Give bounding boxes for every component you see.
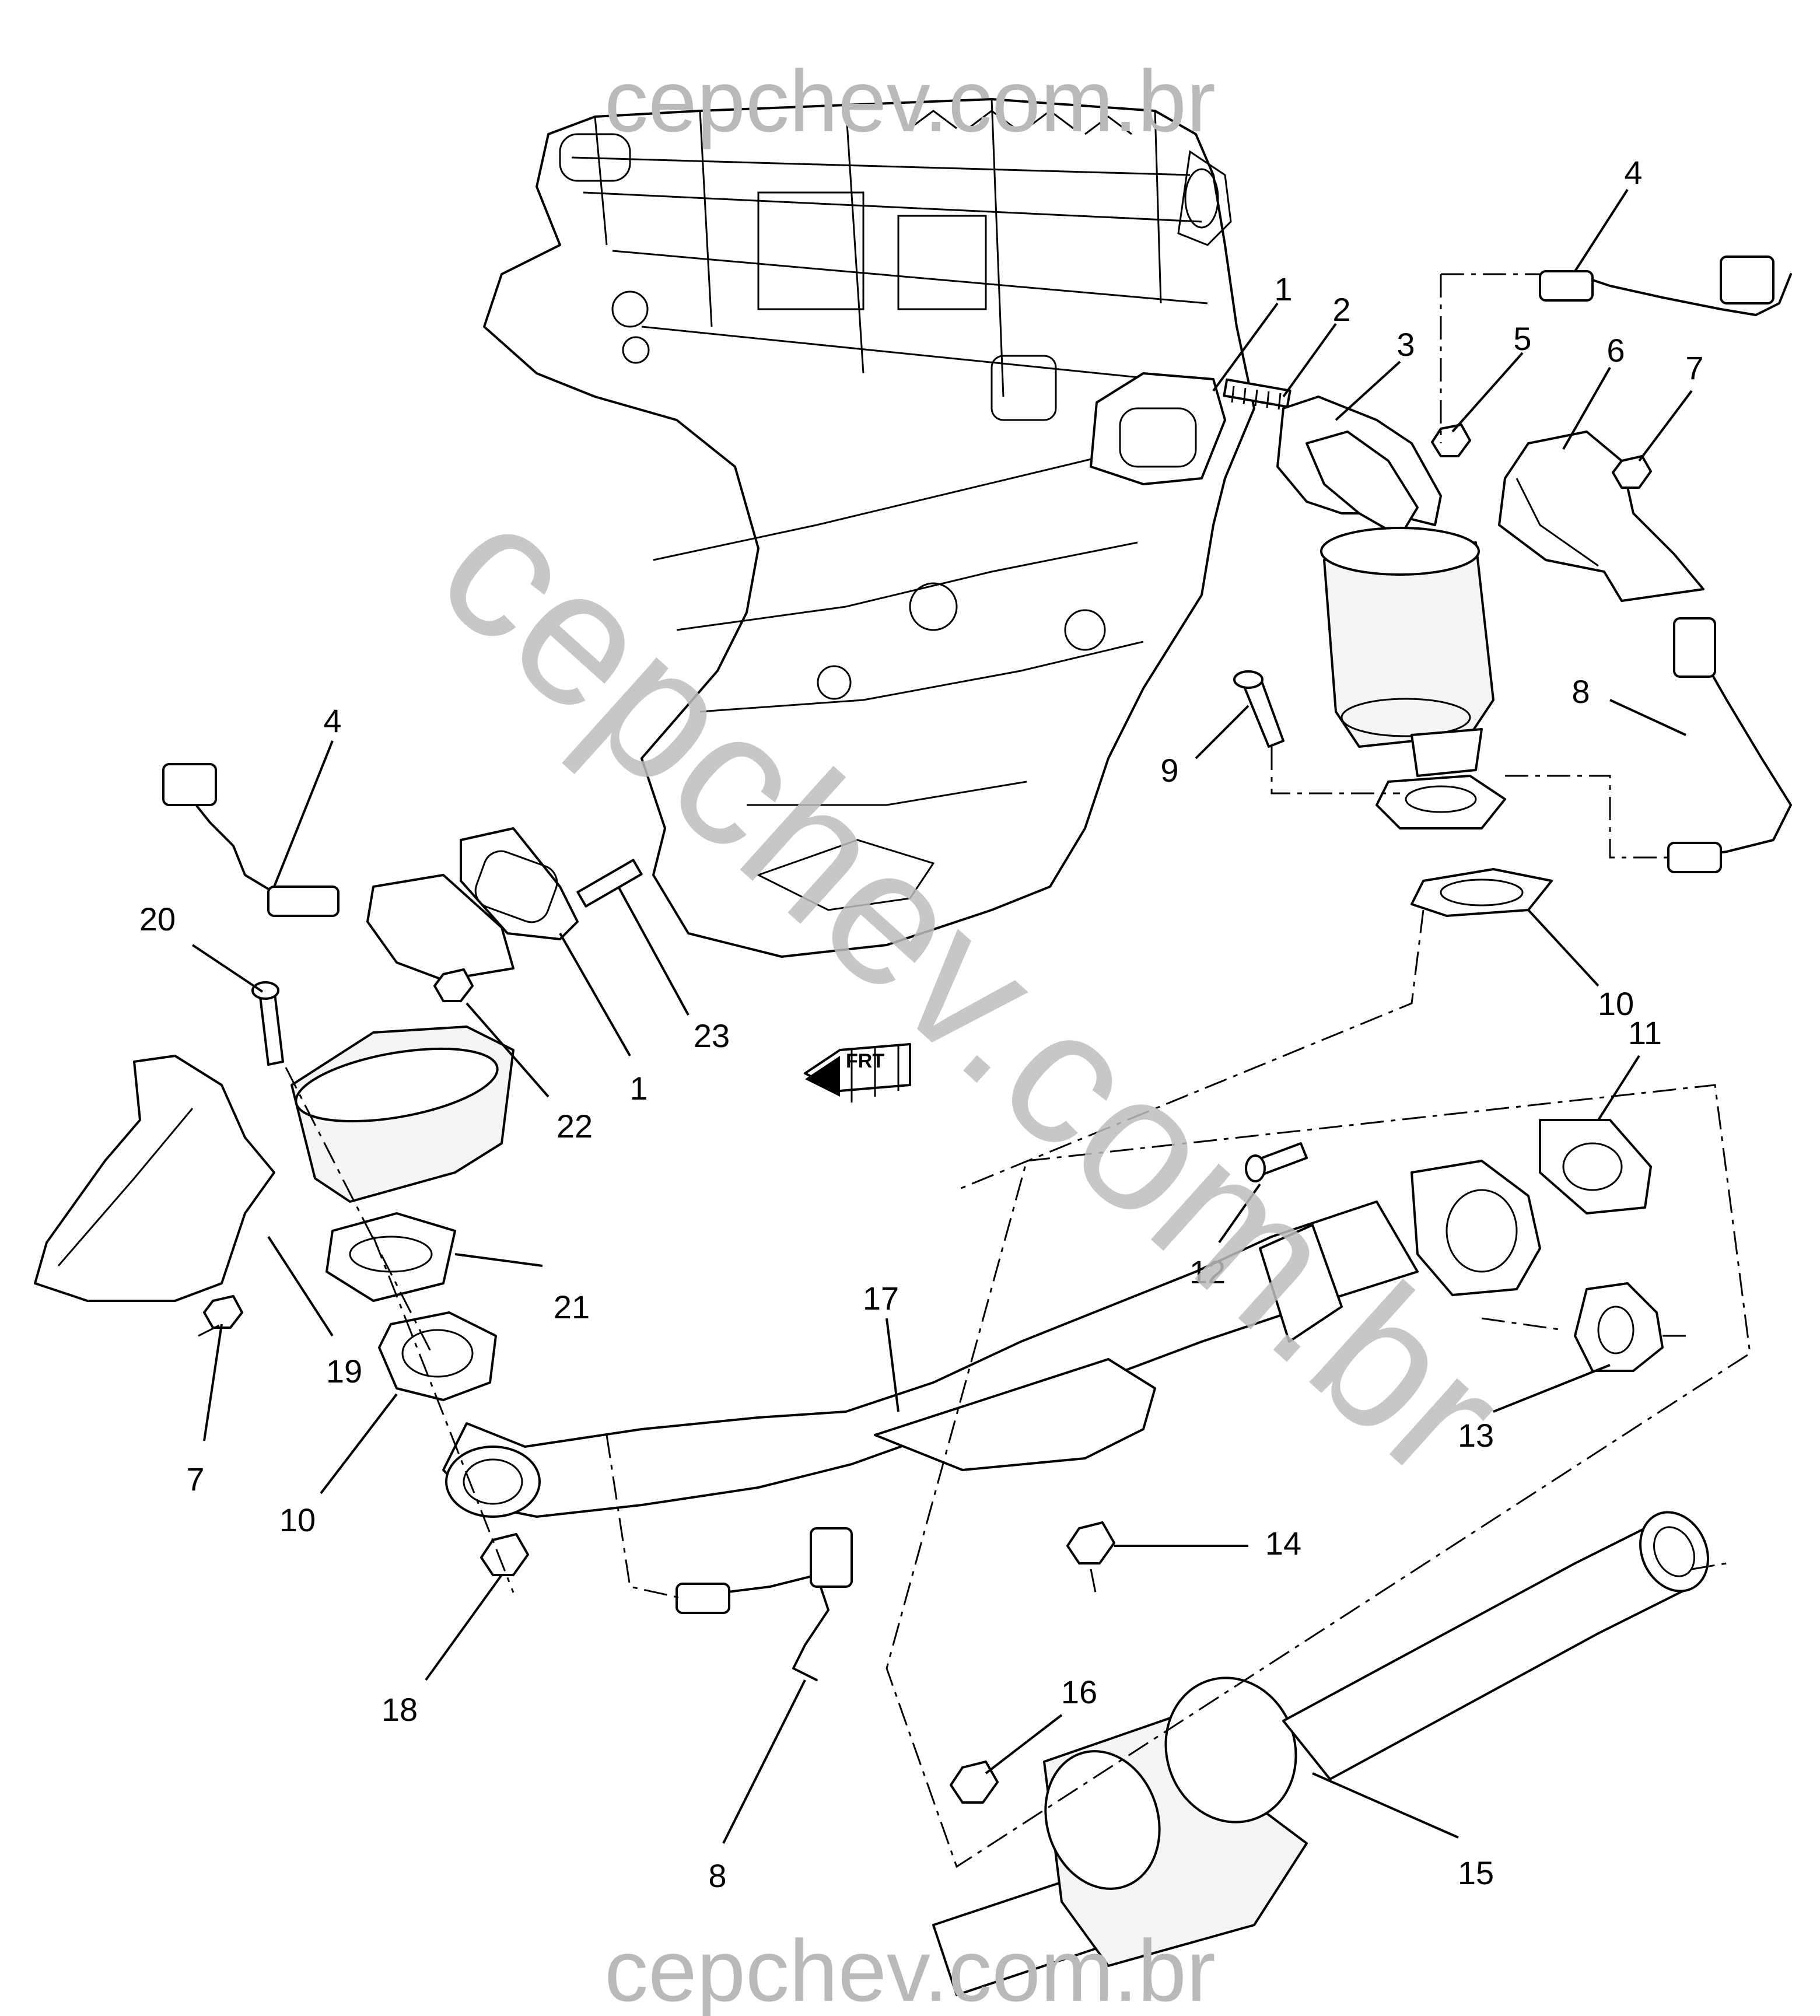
left-nut-22: [433, 968, 474, 1002]
callout-4-left: 4: [323, 702, 341, 739]
callout-6: 6: [1606, 332, 1625, 369]
callout-2: 2: [1332, 291, 1350, 328]
leader-lines: [191, 188, 1693, 1844]
callout-11: 11: [1628, 1014, 1662, 1051]
phantom-lines: [198, 273, 1751, 1868]
callout-21: 21: [554, 1289, 590, 1325]
front-pipe-oxygen-sensor: [676, 1527, 853, 1681]
callout-7-left: 7: [186, 1461, 204, 1497]
watermark-bottom: cepchev.com.br: [604, 1922, 1216, 2016]
callout-9: 9: [1160, 752, 1178, 789]
callout-8-right: 8: [1572, 673, 1590, 710]
rear-catalytic-converter: [932, 1511, 1709, 1996]
callout-1-right: 1: [1274, 271, 1292, 307]
right-flange-gasket-10: [1410, 868, 1553, 917]
callout-13: 13: [1458, 1417, 1494, 1454]
front-exhaust-pipe: [442, 1119, 1652, 1518]
callout-23: 23: [694, 1017, 730, 1054]
callout-4-right: 4: [1624, 154, 1642, 191]
right-lower-oxygen-sensor: [1667, 617, 1792, 873]
front-pipe-nut-14: [1066, 1521, 1115, 1564]
left-manifold-gasket: [460, 827, 579, 940]
callout-20: 20: [139, 901, 176, 937]
callout-1-left: 1: [629, 1070, 648, 1107]
right-upper-oxygen-sensor: [1539, 256, 1792, 316]
callout-14: 14: [1265, 1525, 1301, 1562]
left-heat-shield: [34, 1055, 275, 1302]
front-pipe-bolt-12: [1245, 1142, 1308, 1182]
callout-10-left: 10: [279, 1502, 316, 1538]
callout-12: 12: [1189, 1254, 1226, 1290]
callout-5: 5: [1513, 320, 1531, 357]
callout-19: 19: [326, 1353, 362, 1390]
left-oxygen-sensor: [162, 763, 340, 917]
rear-converter-nut-16: [950, 1760, 999, 1804]
front-orientation-arrow: FRT: [804, 1043, 911, 1102]
callout-10-right: 10: [1598, 985, 1634, 1022]
left-nut-7: [203, 1295, 243, 1329]
callout-8-bottom: 8: [708, 1857, 726, 1894]
front-pipe-nut-18: [480, 1533, 529, 1576]
left-manifold-stud: [576, 859, 643, 908]
right-heat-shield: [1498, 430, 1704, 602]
callout-17: 17: [863, 1280, 899, 1317]
callout-labels: 1 2 3 4 5 6 7 8 9 10 11 4 20 23 1 22 12 …: [139, 154, 1704, 1894]
watermark-top: cepchev.com.br: [604, 52, 1216, 150]
callout-18: 18: [382, 1691, 418, 1728]
right-catalytic-converter: [1276, 396, 1506, 830]
right-manifold-stud: [1223, 378, 1292, 410]
right-manifold-gasket: [1090, 372, 1226, 485]
callout-22: 22: [556, 1108, 593, 1144]
callout-7-right: 7: [1685, 349, 1703, 386]
left-catalytic-converter: [290, 874, 514, 1302]
right-bolt-9: [1233, 670, 1284, 748]
callout-15: 15: [1458, 1854, 1494, 1891]
callout-3: 3: [1396, 326, 1415, 363]
callout-16: 16: [1061, 1674, 1097, 1710]
left-flange-gasket-10: [378, 1311, 497, 1401]
right-nut-5: [1431, 424, 1471, 457]
engine-block: [483, 98, 1255, 958]
front-pipe-insulator-13: [1574, 1282, 1664, 1372]
front-orientation-label: FRT: [846, 1050, 884, 1072]
left-bolt-20: [251, 981, 284, 1066]
